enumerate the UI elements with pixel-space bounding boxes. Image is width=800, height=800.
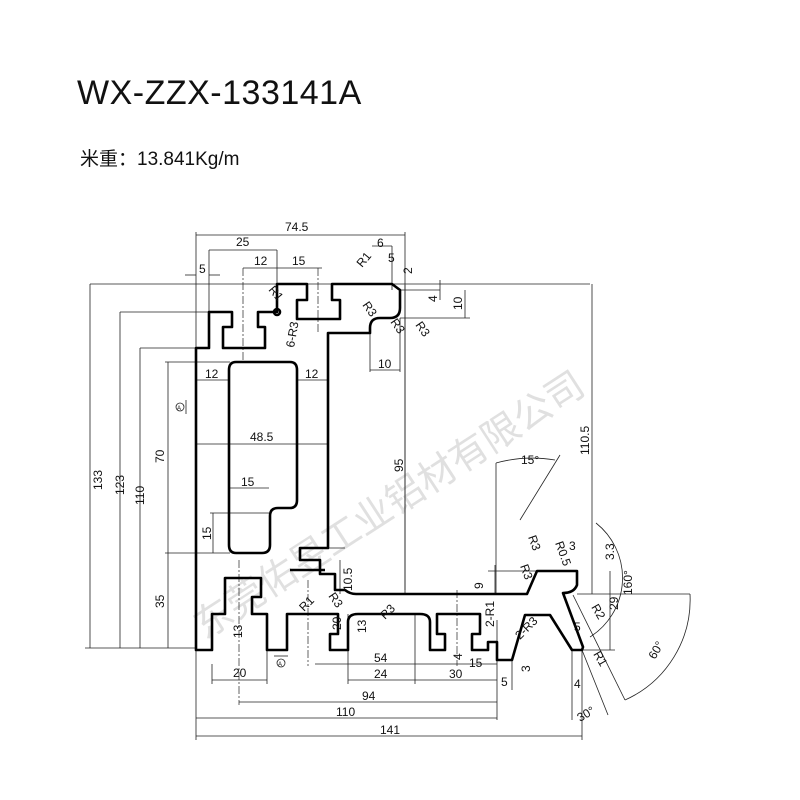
dim-label: 4: [451, 653, 465, 660]
dim-label: 5: [388, 251, 395, 265]
weight-per-meter: 米重：13.841Kg/m: [80, 149, 240, 170]
dim-label: 141: [380, 723, 400, 737]
dim-label: 2-R3: [512, 614, 541, 643]
dim-label: 30: [449, 667, 463, 681]
dim-label: 10: [451, 296, 465, 310]
dim-label: 123: [113, 475, 127, 495]
dim-label: R3: [517, 562, 536, 582]
dim-label: 12: [205, 367, 219, 381]
dim-label: 94: [362, 689, 376, 703]
dim-label: 12: [254, 254, 268, 268]
dim-label: 5: [501, 675, 508, 689]
dim-label: 4: [574, 677, 581, 691]
dim-label: 3: [519, 665, 533, 672]
dim-label: 110: [336, 705, 355, 719]
dimension-labels: 74.5 25 12 15 5 6 5 2 R1 4 10 R3 R3 R3 1…: [91, 220, 667, 737]
dim-label: 74.5: [285, 220, 309, 234]
dim-label: 110.5: [578, 426, 592, 455]
dim-label: 2: [401, 267, 415, 274]
dim-label: 15: [292, 254, 306, 268]
profile-model-title: WX-ZZX-133141A: [77, 74, 362, 112]
dim-label: R3: [413, 319, 433, 340]
dim-label: 20: [233, 666, 247, 680]
dim-label: R3: [360, 299, 380, 320]
dim-label: 25: [236, 235, 250, 249]
dim-label: 9: [472, 582, 486, 589]
dim-label: 13: [231, 624, 245, 638]
screw-hole: [272, 307, 282, 317]
dim-label: 54: [374, 651, 388, 665]
dim-label: 30°: [575, 703, 598, 724]
dim-label: 15°: [521, 453, 539, 467]
hollow-chamber: [227, 360, 299, 555]
datum-symbol-left: A: [175, 400, 187, 414]
dim-label: R1: [354, 249, 375, 270]
dim-label: 12: [305, 367, 319, 381]
dim-label: 6-R3: [283, 320, 301, 348]
dim-label: 15: [200, 526, 214, 540]
dim-label: R1: [266, 283, 287, 304]
dim-label: 20: [330, 616, 344, 630]
dim-label: 13: [355, 619, 369, 633]
svg-text:A: A: [177, 406, 181, 412]
dim-label: 3.3: [603, 543, 617, 560]
dim-label: R3: [377, 601, 398, 622]
dimension-lines: [85, 232, 691, 740]
dim-label: 133: [91, 470, 105, 490]
svg-text:A: A: [278, 662, 282, 668]
dim-label: 15: [241, 475, 255, 489]
dim-label: R1: [296, 593, 317, 614]
dim-label: 95: [392, 458, 406, 472]
dim-label: 35: [153, 594, 167, 608]
dim-label: 70: [153, 449, 167, 463]
dim-label: R3: [326, 590, 346, 611]
dim-label: 3: [569, 539, 576, 553]
dim-label: 24: [374, 667, 388, 681]
dim-label: 29: [607, 596, 621, 610]
dim-label: 110: [133, 486, 147, 505]
dim-label: R1: [590, 649, 610, 670]
dim-label: 2-R1: [483, 601, 497, 627]
dim-label: 60°: [645, 639, 666, 662]
dim-label: R2: [588, 602, 608, 623]
dim-label: 6: [377, 236, 384, 250]
dim-label: 10: [378, 357, 392, 371]
dim-label: R3: [525, 533, 544, 553]
dim-label: 4: [426, 295, 440, 302]
dim-label: 48.5: [250, 430, 274, 444]
dim-label: 15: [469, 656, 483, 670]
datum-symbol-bottom: A: [274, 655, 288, 668]
dim-label: 160°: [621, 570, 635, 595]
profile-outline: [194, 282, 585, 662]
dim-label: 5: [199, 262, 206, 276]
dim-label: 5: [574, 620, 581, 634]
dim-label: 10.5: [341, 567, 355, 591]
